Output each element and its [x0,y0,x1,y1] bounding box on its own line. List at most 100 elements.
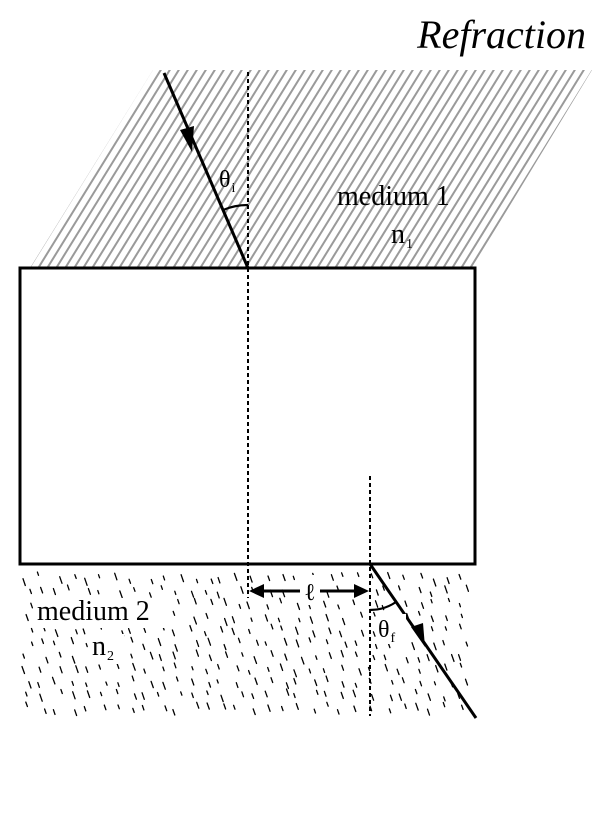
texture-dash [341,617,346,626]
texture-dash [235,682,239,689]
texture-dash [58,651,62,658]
texture-dash [253,656,258,665]
medium-1-label: medium 1 [337,181,450,212]
texture-dash [267,704,271,712]
texture-dash [238,603,242,609]
texture-dash [264,641,268,646]
texture-dash [22,578,26,587]
texture-dash [157,637,162,647]
texture-dash [267,575,271,582]
texture-dash [314,679,318,687]
texture-dash [172,651,176,660]
texture-dash [336,709,340,715]
texture-dash [148,592,152,598]
texture-dash [429,591,433,598]
texture-dash [83,705,87,712]
hatch-line [279,70,406,268]
texture-dash [131,675,135,682]
texture-dash [248,628,251,635]
texture-dash [254,677,258,686]
texture-dash [29,588,33,595]
texture-dash [340,572,344,577]
texture-dash [97,589,100,595]
texture-dash [465,584,470,592]
texture-dash [430,598,433,604]
texture-dash [313,708,317,714]
texture-dash [173,662,177,669]
n1-label: n1 [391,219,413,252]
texture-dash [175,676,179,682]
hatch-line [576,70,592,268]
texture-dash [427,693,432,701]
texture-dash [373,611,376,617]
texture-dash [130,636,134,643]
texture-dash [417,610,421,616]
texture-dash [193,597,197,605]
texture-dash [315,689,319,695]
texture-dash [284,653,288,661]
hatch-line [261,70,388,268]
texture-dash [74,709,78,717]
texture-dash [204,589,208,595]
hatch-line [63,70,190,268]
texture-dash [293,669,298,678]
texture-dash [71,680,75,686]
texture-dash [250,617,253,622]
texture-dash [127,627,131,634]
texture-dash [223,617,228,627]
texture-dash [191,666,194,671]
texture-dash [447,597,451,603]
texture-dash [162,681,166,690]
texture-dash [193,616,198,625]
texture-dash [119,590,123,599]
texture-dash [264,690,268,698]
texture-dash [300,656,305,665]
texture-dash [341,681,345,688]
texture-dash [114,572,118,581]
texture-dash [150,680,154,689]
texture-dash [132,707,135,714]
hatch-line [567,70,592,268]
texture-dash [309,616,314,624]
hatch-line [171,70,298,268]
texture-dash [70,636,75,645]
incident-ray [162,72,250,269]
hatch-line [423,70,550,268]
texture-dash [282,573,286,582]
texture-dash [190,590,195,598]
texture-dash [312,630,316,638]
hatch-line [30,70,82,268]
texture-dash [30,641,34,647]
texture-dash [270,623,274,630]
texture-dash [460,613,464,619]
texture-dash [60,688,63,695]
texture-dash [75,665,79,674]
texture-dash [375,589,379,596]
texture-dash [372,654,376,661]
texture-dash [128,578,132,584]
texture-dash [417,657,421,663]
texture-dash [142,643,146,651]
texture-dash [330,574,334,581]
texture-dash [37,681,41,688]
texture-dash [99,691,103,697]
texture-dash [246,601,250,610]
texture-dash [171,629,176,637]
texture-dash [430,615,434,623]
texture-dash [387,571,391,580]
hatch-line [225,70,352,268]
texture-dash [398,693,403,701]
hatch-line [306,70,433,268]
texture-dash [39,693,43,702]
texture-dash [298,617,301,623]
hatch-line [30,70,136,268]
hatch-line [162,70,289,268]
texture-dash [285,688,290,696]
texture-dash [247,669,251,675]
texture-dash [195,639,200,648]
hatch-line [30,70,127,268]
hatch-line [189,70,316,268]
texture-dash [430,626,434,632]
texture-dash [340,691,344,700]
texture-dash [162,666,165,672]
